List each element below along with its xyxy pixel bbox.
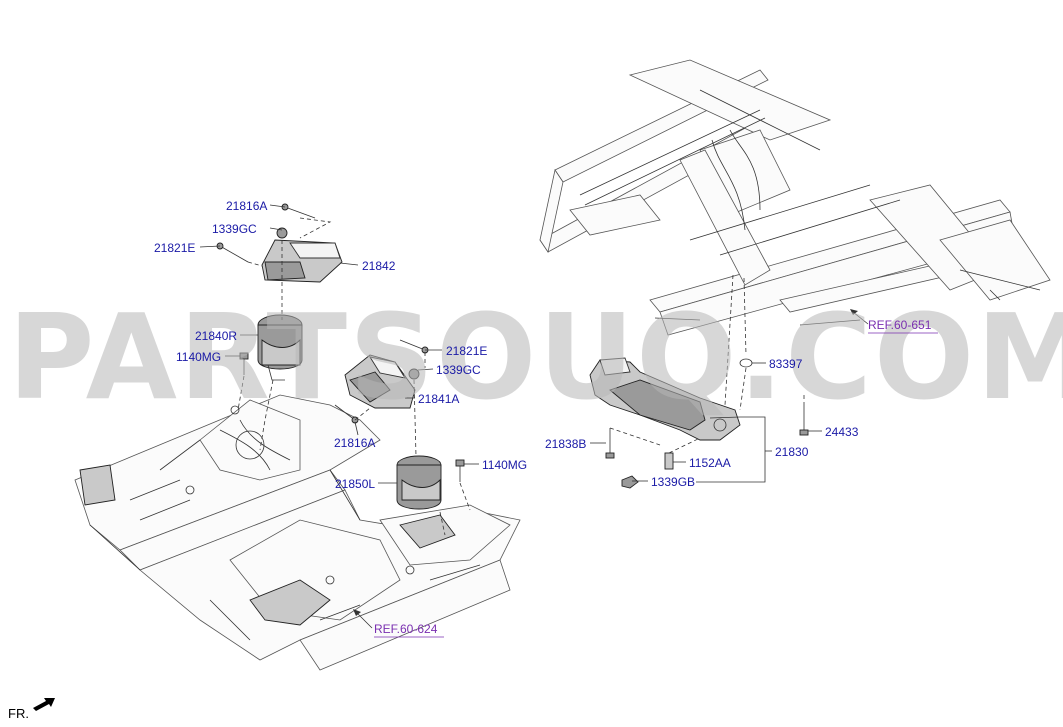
front-arrow-icon	[33, 698, 55, 711]
engine-mount-bracket-21842	[261, 227, 343, 283]
engine-mount-21840R	[257, 314, 303, 381]
part-labels: 21816A 1339GC 21821E 21842 21840R 1140MG…	[154, 199, 859, 491]
label-1339GC-mid[interactable]: 1339GC	[436, 363, 481, 377]
label-21841A[interactable]: 21841A	[418, 392, 459, 406]
assembly-dash-lines	[237, 217, 805, 536]
roll-rod-bracket-21830	[589, 357, 741, 441]
reference-links: REF.60-651 REF.60-624	[374, 318, 938, 638]
small-parts-right	[605, 358, 809, 489]
rear-chassis-frame	[539, 59, 1051, 336]
label-21821E-mid[interactable]: 21821E	[446, 344, 487, 358]
label-1152AA[interactable]: 1152AA	[689, 456, 731, 470]
ref-link-60-624[interactable]: REF.60-624	[374, 622, 438, 636]
front-subframe	[74, 394, 521, 671]
label-21816A-mid[interactable]: 21816A	[334, 436, 375, 450]
label-21842[interactable]: 21842	[362, 259, 396, 273]
label-24433[interactable]: 24433	[825, 425, 859, 439]
label-21840R[interactable]: 21840R	[195, 329, 237, 343]
front-direction-indicator: FR.	[8, 698, 55, 721]
engine-mount-bracket-21841A	[344, 354, 420, 409]
direction-label: FR.	[8, 706, 29, 721]
bolt-21821E-top	[216, 242, 249, 263]
label-21821E-top[interactable]: 21821E	[154, 241, 195, 255]
label-83397[interactable]: 83397	[769, 357, 803, 371]
bolt-21816A-top	[281, 203, 316, 219]
label-1339GC-top[interactable]: 1339GC	[212, 222, 257, 236]
bolt-1140MG-right	[455, 459, 465, 482]
label-21816A-top[interactable]: 21816A	[226, 199, 267, 213]
label-21850L[interactable]: 21850L	[335, 477, 375, 491]
label-1339GB[interactable]: 1339GB	[651, 475, 695, 489]
engine-mount-21850L	[396, 455, 442, 510]
label-21830[interactable]: 21830	[775, 445, 809, 459]
label-1140MG-left[interactable]: 1140MG	[176, 350, 221, 364]
leader-lines	[199, 204, 869, 629]
label-1140MG-right[interactable]: 1140MG	[482, 458, 527, 472]
ref-link-60-651[interactable]: REF.60-651	[868, 318, 932, 332]
label-21838B[interactable]: 21838B	[545, 437, 586, 451]
watermark: PARTSOUQ.COM	[8, 288, 1063, 426]
